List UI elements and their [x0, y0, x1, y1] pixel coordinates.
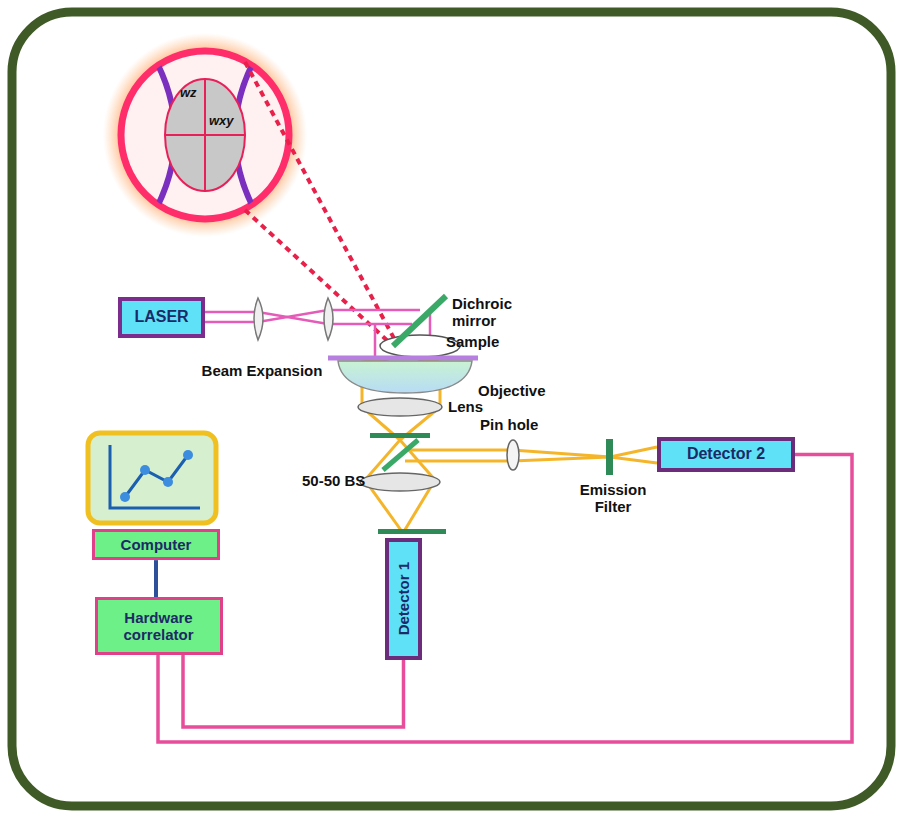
monitor-icon-part	[163, 477, 173, 487]
laser-beam-part	[205, 310, 420, 322]
monitor-icon-part	[110, 445, 200, 508]
emission-beam-part	[405, 447, 657, 457]
laser-box: LASER	[118, 297, 205, 338]
monitor-icon-part	[88, 433, 216, 523]
beam-expander-lenses-part	[254, 298, 263, 340]
correlator-box: Hardware correlator	[95, 597, 223, 655]
part-name: Dichroic mirror	[452, 295, 530, 330]
magnified-focus-part	[103, 33, 307, 237]
detector-box: Detector 1	[385, 538, 422, 660]
part-name: Pin hole	[480, 416, 538, 433]
signal-cable	[183, 655, 404, 727]
monitor-icon-part	[120, 492, 130, 502]
monitor-icon-part	[140, 465, 150, 475]
emission-beam-part	[400, 407, 440, 533]
sample-part	[328, 356, 478, 361]
node-label: LASER	[134, 308, 188, 326]
emission-beam-part	[362, 407, 403, 533]
dichroic-mirror	[393, 296, 446, 346]
magnified-focus-part	[165, 134, 245, 136]
monitor-icon	[88, 433, 216, 523]
beam-splitter-optics	[360, 433, 446, 534]
part-name: Objective	[478, 382, 546, 399]
data-cable	[154, 560, 158, 597]
objective-lens-part	[338, 361, 472, 393]
frame-part	[12, 12, 891, 806]
signal-cable	[158, 454, 852, 742]
monitor-icon-part	[183, 450, 193, 460]
beam-expander-lenses	[254, 298, 333, 340]
emission-filter	[606, 439, 613, 475]
beam-waist	[150, 50, 260, 220]
beam-splitter-optics-part	[370, 433, 430, 438]
emission-filter-part	[606, 439, 613, 475]
part-name: Emission Filter	[570, 481, 656, 516]
node-label: Detector 2	[687, 445, 765, 463]
emission-beam-part	[405, 457, 657, 463]
part-name: Lens	[448, 398, 483, 415]
magnified-focus	[103, 33, 307, 237]
part-name: 50-50 BS	[302, 472, 365, 489]
part-name: Sample	[446, 333, 499, 350]
tube-lens	[358, 398, 442, 416]
magnified-focus-part	[121, 51, 289, 219]
waist-axis-label: wxy	[209, 114, 234, 129]
node-label: Hardware correlator	[104, 609, 214, 644]
frame	[12, 12, 891, 806]
monitor-icon-part	[125, 455, 188, 497]
pinhole-lens-part	[507, 440, 519, 470]
waist-axis-label: wz	[180, 86, 197, 101]
beam-splitter-optics-part	[378, 529, 446, 534]
objective-lens	[338, 361, 472, 393]
part-name: Beam Expansion	[197, 362, 327, 379]
detector-box: Detector 2	[657, 437, 795, 471]
tube-lens-part	[358, 398, 442, 416]
zoom-lines-part	[245, 210, 403, 355]
magnified-focus-part	[165, 79, 245, 191]
pinhole-lens	[507, 440, 519, 470]
node-label: Detector 1	[395, 562, 412, 635]
node-label: Computer	[121, 536, 192, 553]
dichroic-mirror-part	[393, 296, 446, 346]
beam-expander-lenses-part	[324, 298, 333, 340]
computer-box: Computer	[92, 529, 220, 560]
beam-splitter-optics-part	[383, 440, 418, 470]
beam-splitter-optics-part	[360, 473, 440, 491]
